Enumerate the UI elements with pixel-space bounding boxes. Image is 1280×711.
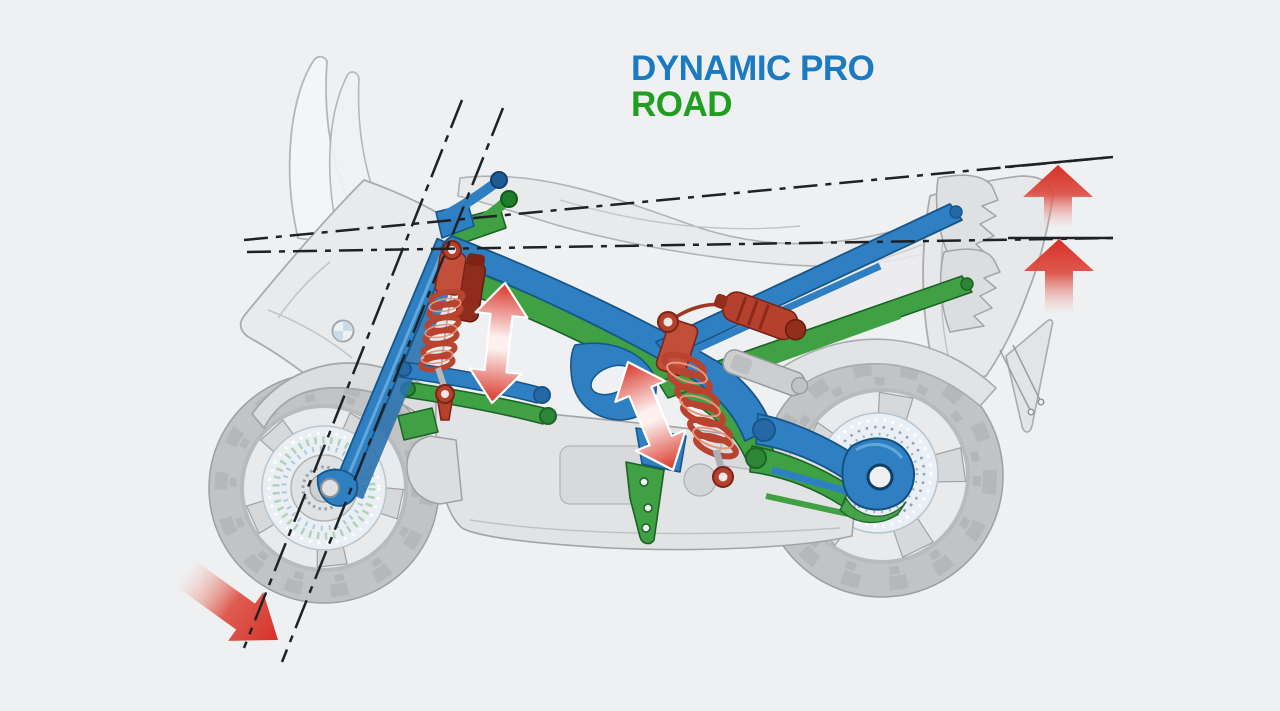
preload-actuator (713, 291, 807, 341)
rear-lift-arrow-lower-icon (1024, 239, 1094, 313)
rear-shock (655, 291, 807, 488)
steering-axis-line-dynamic (242, 99, 464, 649)
front-travel-arrow-icon (468, 281, 529, 405)
rear-hugger (773, 338, 998, 408)
front-shock (418, 240, 487, 421)
annotation-arrows (175, 165, 1094, 641)
windshield (288, 55, 391, 242)
mode-label-road: ROAD (631, 85, 733, 124)
title-block: DYNAMIC PRO ROAD (631, 49, 875, 124)
front-dive-arrow-icon (175, 560, 278, 641)
final-drive-hub (841, 437, 915, 511)
gearbox-servo (722, 349, 809, 397)
rear-height-line-dynamic (243, 155, 1114, 242)
geometry-lines (242, 99, 1114, 663)
rear-lift-arrow-upper-icon (1023, 165, 1093, 227)
mode-label-dynamic-pro: DYNAMIC PRO (631, 49, 875, 88)
bmw-roundel-icon (331, 319, 355, 343)
rear-height-line-road (246, 236, 1114, 254)
rear-travel-arrow-icon (614, 360, 687, 472)
steering-axis-line-road (280, 107, 505, 663)
